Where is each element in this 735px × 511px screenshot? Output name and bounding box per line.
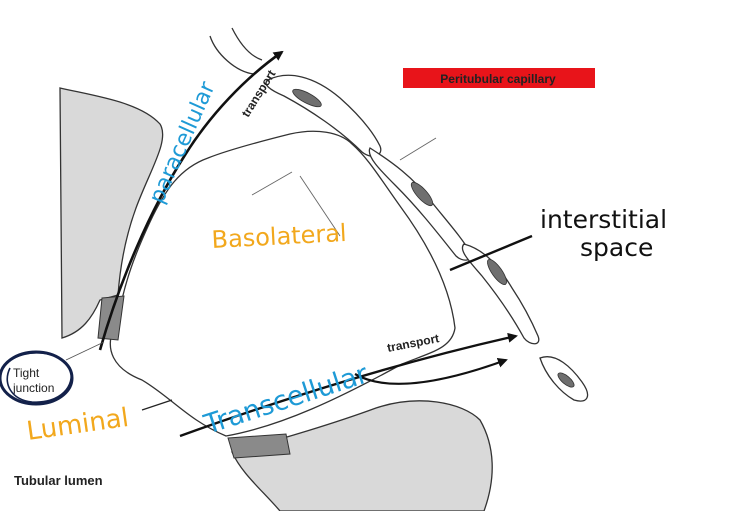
interstitial-leader: [449, 234, 533, 272]
epithelial-cell: [109, 130, 456, 437]
transcellular-branch-arrow: [354, 358, 508, 385]
tight-junction-leader: [65, 341, 105, 361]
paracellular-transport-label: transport: [239, 68, 279, 120]
capillary-fragment-top: [209, 35, 255, 75]
luminal-label: Luminal: [25, 403, 131, 447]
nucleus: [410, 181, 434, 207]
peritubular-capillary-label: Peritubular capillary: [440, 72, 556, 86]
interstitial-label: interstitial: [540, 205, 667, 234]
tubular-lumen-label: Tubular lumen: [14, 473, 103, 488]
capillary-label-highlight: [403, 68, 595, 88]
nucleus: [292, 88, 322, 108]
tight-label: Tight: [13, 366, 40, 380]
junction-label: junction: [12, 381, 54, 395]
membrane-line: [299, 175, 341, 237]
tight-junction-circle: [6, 352, 72, 403]
capillary-fragment-top: [231, 27, 263, 61]
left-neighbor-cell: [59, 87, 164, 339]
tight-junction-bottom: [227, 433, 291, 459]
nucleus: [487, 258, 507, 286]
membrane-line: [399, 137, 437, 161]
transcellular-arrow: [179, 332, 518, 438]
nucleus: [557, 372, 575, 388]
bottom-neighbor-cell: [231, 400, 493, 511]
paracellular-arrow: [98, 50, 284, 351]
space-label: space: [580, 233, 653, 262]
membrane-line: [251, 171, 293, 196]
luminal-leader: [141, 399, 173, 411]
